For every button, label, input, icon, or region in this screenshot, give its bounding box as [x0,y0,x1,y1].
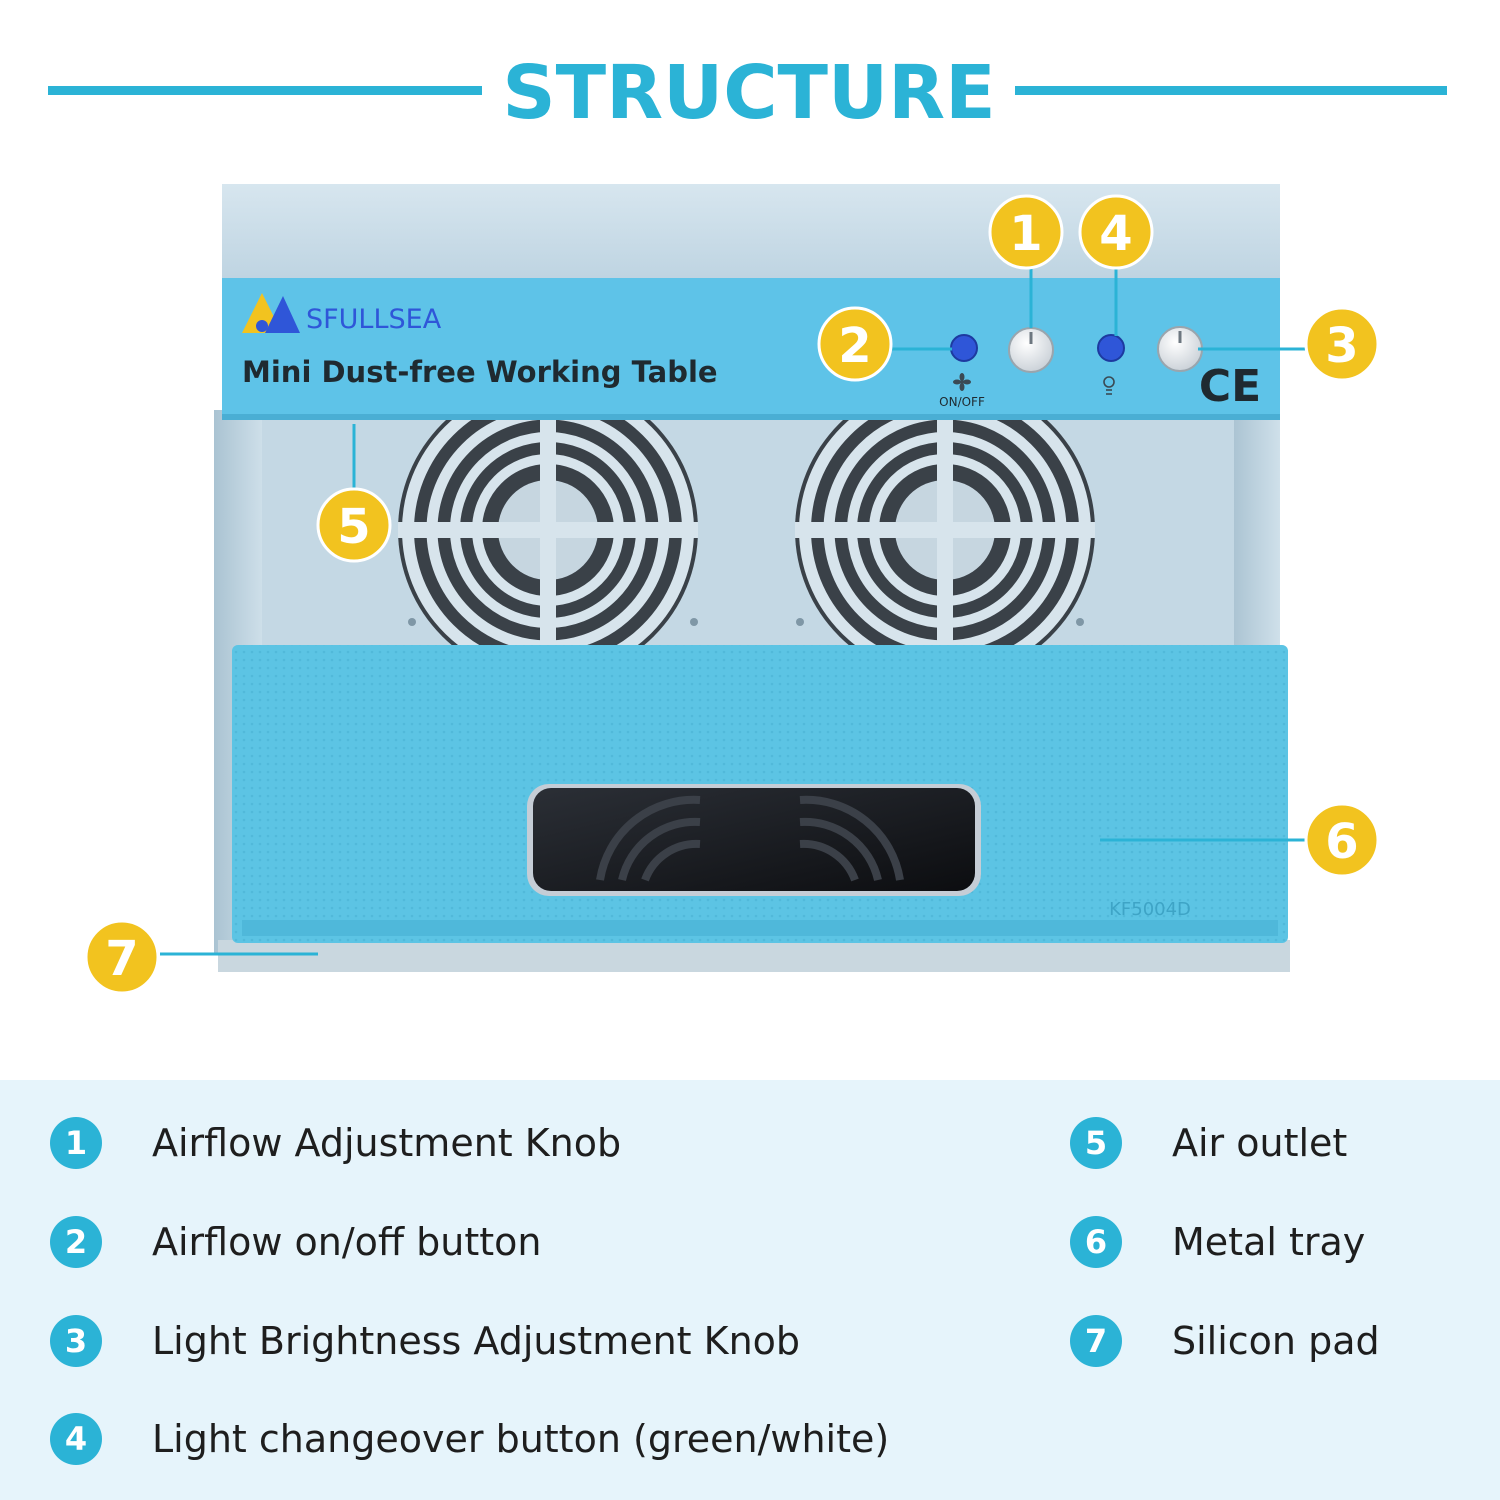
legend-number: 3 [50,1315,102,1367]
fan-onoff-label: ON/OFF [939,395,985,409]
legend-number: 2 [50,1216,102,1268]
callout-lines [160,268,1306,956]
svg-text:7: 7 [105,931,138,987]
legend-item-7: 7 Silicon pad [1070,1311,1380,1371]
airflow-onoff-button[interactable] [950,334,978,362]
svg-text:4: 4 [1099,206,1132,262]
screw [408,618,416,626]
legend-label: Silicon pad [1172,1319,1380,1363]
legend-number: 6 [1070,1216,1122,1268]
svg-text:1: 1 [1009,206,1042,262]
brand-logo-icon-inner [265,296,300,333]
screw [796,618,804,626]
legend-label: Airflow Adjustment Knob [152,1121,622,1165]
fan-icon [953,373,971,391]
light-changeover-button[interactable] [1097,334,1125,362]
title-rule-right [1015,86,1447,95]
screw [690,618,698,626]
svg-text:2: 2 [838,318,871,374]
legend-label: Air outlet [1172,1121,1348,1165]
legend-number: 5 [1070,1117,1122,1169]
legend-item-6: 6 Metal tray [1070,1212,1365,1272]
callout-badge-1: 1 [988,194,1064,270]
screw [1076,618,1084,626]
legend-item-4: 4 Light changeover button (green/white) [50,1409,889,1469]
callout-badge-6: 6 [1304,802,1380,878]
legend-item-5: 5 Air outlet [1070,1113,1347,1173]
legend-number: 4 [50,1413,102,1465]
callout-badge-5: 5 [316,487,392,563]
legend-item-3: 3 Light Brightness Adjustment Knob [50,1311,800,1371]
callout-badge-4: 4 [1078,194,1154,270]
legend-item-1: 1 Airflow Adjustment Knob [50,1113,621,1173]
svg-text:5: 5 [337,499,370,555]
svg-text:6: 6 [1325,814,1358,870]
legend-number: 7 [1070,1315,1122,1367]
callout-badge-2: 2 [817,306,893,382]
legend-label: Light Brightness Adjustment Knob [152,1319,801,1363]
legend-item-2: 2 Airflow on/off button [50,1212,542,1272]
front-panel: SFULLSEA Mini Dust-free Working Table ON… [222,278,1280,420]
legend-label: Metal tray [1172,1220,1366,1264]
callout-badge-7: 7 [84,919,160,995]
legend-label: Airflow on/off button [152,1220,542,1264]
product-name: Mini Dust-free Working Table [242,355,718,389]
legend-label: Light changeover button (green/white) [152,1417,890,1461]
brand-logo-dot [256,320,268,332]
callout-badge-3: 3 [1304,306,1380,382]
fan-left [398,380,698,680]
ce-mark: CE [1199,361,1261,412]
pad-marking: KF5004D [1109,899,1191,920]
svg-text:3: 3 [1325,318,1358,374]
fan-right [795,380,1095,680]
brand-name: SFULLSEA [306,304,442,335]
title-rule-left [48,86,482,95]
legend-number: 1 [50,1117,102,1169]
page-title: STRUCTURE [502,50,995,136]
legend-panel: 1 Airflow Adjustment Knob 2 Airflow on/o… [0,1080,1500,1500]
bulb-icon [1103,376,1115,395]
phone-illustration [527,784,981,896]
